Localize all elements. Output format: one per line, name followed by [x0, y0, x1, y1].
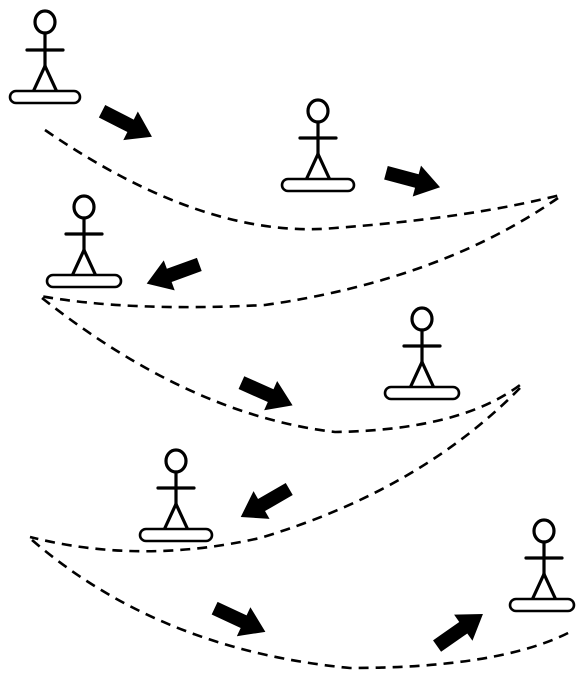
direction-arrow-icon — [94, 97, 160, 151]
direction-arrow-icon — [207, 593, 273, 647]
stick-figure-on-board-icon — [383, 306, 461, 401]
direction-arrow-icon — [232, 475, 298, 531]
dashed-path-5 — [31, 539, 571, 670]
dashed-path-1 — [44, 128, 561, 231]
stick-figure-on-board-icon — [45, 194, 123, 289]
direction-arrow-icon — [381, 157, 445, 203]
dashed-path-4 — [29, 387, 521, 553]
dashed-path-3 — [41, 296, 521, 434]
stick-figure-on-board-icon — [8, 9, 82, 105]
stick-figure-on-board-icon — [508, 518, 576, 613]
direction-arrow-icon — [234, 367, 300, 421]
direction-arrow-icon — [141, 249, 205, 299]
figures — [8, 9, 576, 613]
dashed-path-2 — [39, 196, 559, 309]
stick-figure-on-board-icon — [138, 448, 214, 543]
dashed-paths — [29, 128, 571, 670]
stick-figure-on-board-icon — [280, 98, 356, 193]
direction-arrow-icon — [427, 600, 493, 660]
